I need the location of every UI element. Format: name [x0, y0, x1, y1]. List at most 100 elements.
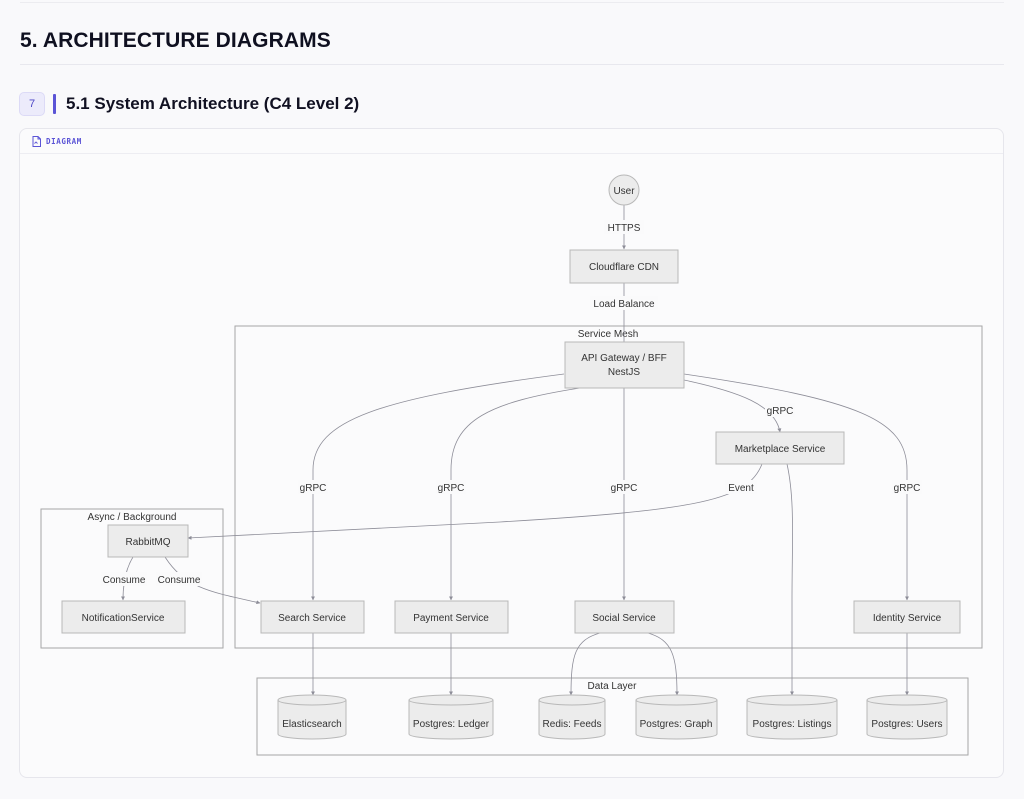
notification-node-shape — [61, 600, 186, 634]
edge-label-event: Event — [728, 483, 754, 494]
redis-node-label: Redis: Feeds — [543, 719, 602, 730]
section-title: 5.1 System Architecture (C4 Level 2) — [66, 94, 360, 113]
edge-gateway-identity — [683, 373, 909, 601]
graph-cylinder-body — [635, 700, 718, 740]
edge-label-grpc-payment: gRPC — [438, 483, 465, 494]
grpc-identity-label-bg — [892, 480, 922, 494]
users-cylinder-top — [866, 694, 948, 706]
elasticsearch-node-label: Elasticsearch — [282, 719, 341, 730]
ledger-node-label: Postgres: Ledger — [413, 719, 490, 730]
grpc-social-label-bg — [609, 480, 639, 494]
redis-cylinder-body — [538, 700, 606, 740]
node-user[interactable]: User — [608, 174, 640, 206]
edge-label-grpc-search: gRPC — [300, 483, 327, 494]
load-balance-label-bg — [590, 296, 658, 310]
node-cloudflare-cdn[interactable]: Cloudflare CDN — [569, 249, 679, 284]
edge-label-grpc-marketplace: gRPC — [767, 406, 794, 417]
edge-gateway-search — [311, 373, 565, 601]
nodes: User Cloudflare CDN API Gateway / BFF Ne… — [61, 174, 961, 740]
elasticsearch-cylinder-body — [277, 700, 347, 740]
search-node-label: Search Service — [278, 613, 346, 624]
edge-rabbitmq-search — [164, 556, 261, 605]
ledger-cylinder-body — [408, 700, 494, 740]
edge-social-graph — [647, 632, 679, 696]
node-api-gateway[interactable]: API Gateway / BFF NestJS — [564, 341, 685, 389]
section-header: 7 5.1 System Architecture (C4 Level 2) — [19, 92, 359, 116]
edge-gateway-payment — [449, 387, 581, 601]
node-identity-service[interactable]: Identity Service — [853, 600, 961, 634]
async-background-boundary — [40, 508, 224, 649]
node-postgres-graph[interactable]: Postgres: Graph — [635, 694, 718, 740]
search-node-shape — [260, 600, 365, 634]
document-icon — [32, 135, 41, 147]
edge-label-consume-notification: Consume — [103, 575, 146, 586]
section-number-badge: 7 — [19, 92, 45, 116]
group-data-layer: Data Layer — [256, 677, 969, 756]
node-redis-feeds[interactable]: Redis: Feeds — [538, 694, 606, 740]
social-node-shape — [574, 600, 675, 634]
rabbitmq-node-shape — [107, 524, 189, 558]
cdn-node-shape — [569, 249, 679, 284]
ledger-cylinder-top — [408, 694, 494, 706]
edge-gateway-marketplace — [683, 379, 782, 433]
node-search-service[interactable]: Search Service — [260, 600, 365, 634]
notification-node-label: NotificationService — [82, 613, 165, 624]
graph-node-label: Postgres: Graph — [640, 719, 713, 730]
grpc-payment-label-bg — [436, 480, 466, 494]
diagram-card-header: DIAGRAM — [20, 129, 1003, 154]
node-marketplace-service[interactable]: Marketplace Service — [715, 431, 845, 465]
data-layer-boundary — [256, 677, 969, 756]
edge-label-grpc-social: gRPC — [611, 483, 638, 494]
node-postgres-ledger[interactable]: Postgres: Ledger — [408, 694, 494, 740]
redis-cylinder-top — [538, 694, 606, 706]
node-social-service[interactable]: Social Service — [574, 600, 675, 634]
listings-cylinder-body — [746, 700, 838, 740]
edge-label-grpc-identity: gRPC — [894, 483, 921, 494]
edge-marketplace-rabbitmq — [187, 463, 763, 540]
api-gateway-node-label: API Gateway / BFF — [581, 353, 667, 364]
user-node-shape — [608, 174, 640, 206]
edge-label-consume-search: Consume — [158, 575, 201, 586]
node-postgres-listings[interactable]: Postgres: Listings — [746, 694, 838, 740]
section-accent-bar — [53, 94, 56, 114]
group-service-mesh: Service Mesh — [234, 325, 983, 649]
marketplace-node-label: Marketplace Service — [735, 444, 826, 455]
page-title: 5. ARCHITECTURE DIAGRAMS — [20, 29, 331, 52]
elasticsearch-cylinder-top — [277, 694, 347, 706]
users-node-label: Postgres: Users — [871, 719, 942, 730]
marketplace-node-shape — [715, 431, 845, 465]
node-elasticsearch[interactable]: Elasticsearch — [277, 694, 347, 740]
node-payment-service[interactable]: Payment Service — [394, 600, 509, 634]
diagram-label: DIAGRAM — [46, 136, 82, 146]
edge-label-load-balance: Load Balance — [593, 299, 655, 310]
node-rabbitmq[interactable]: RabbitMQ — [107, 524, 189, 558]
graph-cylinder-top — [635, 694, 718, 706]
async-background-label: Async / Background — [88, 512, 177, 523]
user-node-label: User — [613, 186, 635, 197]
edge-marketplace-listings — [786, 463, 794, 696]
rabbitmq-node-label: RabbitMQ — [125, 537, 170, 548]
grpc-marketplace-label-bg — [765, 403, 795, 417]
listings-cylinder-top — [746, 694, 838, 706]
top-divider — [20, 2, 1004, 3]
identity-node-label: Identity Service — [873, 613, 942, 624]
event-label-bg — [725, 480, 757, 494]
title-divider — [20, 64, 1004, 65]
users-cylinder-body — [866, 700, 948, 740]
group-async-background: Async / Background — [40, 508, 224, 649]
edge-social-redis — [569, 632, 601, 696]
cdn-node-label: Cloudflare CDN — [589, 262, 659, 273]
service-mesh-label: Service Mesh — [578, 329, 639, 340]
api-gateway-node-shape — [564, 341, 685, 389]
consume-notification-label-bg — [101, 572, 147, 586]
service-mesh-boundary — [234, 325, 983, 649]
payment-node-shape — [394, 600, 509, 634]
node-postgres-users[interactable]: Postgres: Users — [866, 694, 948, 740]
node-notification-service[interactable]: NotificationService — [61, 600, 186, 634]
grpc-search-label-bg — [298, 480, 328, 494]
consume-search-label-bg — [156, 572, 202, 586]
https-label-bg — [604, 220, 644, 234]
api-gateway-node-sublabel: NestJS — [608, 367, 641, 378]
social-node-label: Social Service — [592, 613, 656, 624]
